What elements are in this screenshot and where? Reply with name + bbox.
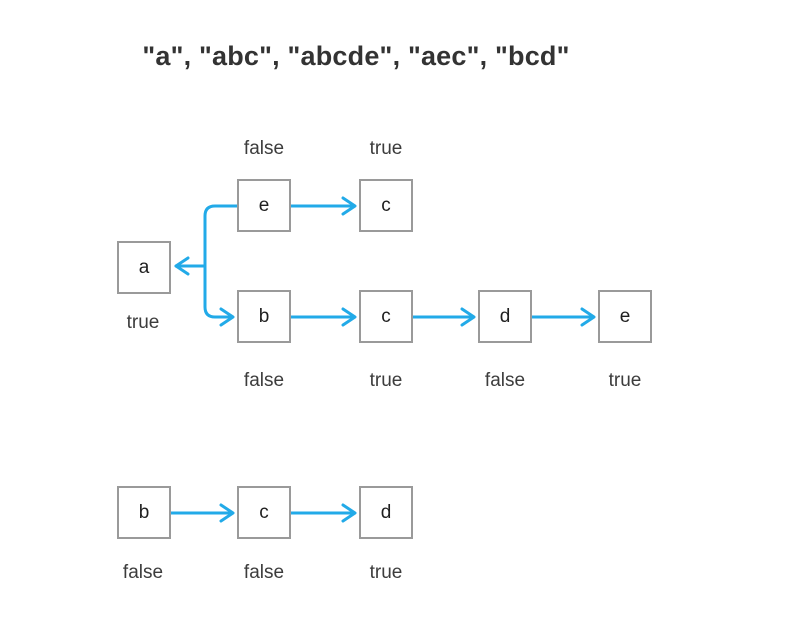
trie-node-e1[interactable]: e — [237, 179, 291, 232]
trie-flag-e1: false — [243, 138, 285, 159]
trie-node-letter: b — [258, 306, 270, 327]
edge-c3-to-d2 — [289, 503, 357, 523]
trie-flag-d1: false — [484, 370, 526, 391]
trie-flag-c2: true — [369, 370, 403, 391]
trie-flag-b2: false — [122, 562, 164, 583]
edge-e1-to-c1 — [289, 196, 357, 216]
edge-branch-to-a — [174, 256, 207, 276]
arrowhead-icon — [174, 256, 190, 276]
trie-node-letter: d — [499, 306, 511, 327]
edge-d1-to-e2 — [530, 307, 596, 327]
arrowhead-icon — [341, 196, 357, 216]
trie-flag-a: true — [126, 312, 160, 333]
edge-c2-to-d1 — [411, 307, 476, 327]
trie-node-letter: d — [380, 502, 392, 523]
trie-node-a[interactable]: a — [117, 241, 171, 294]
trie-node-b2[interactable]: b — [117, 486, 171, 539]
arrowhead-icon — [341, 503, 357, 523]
diagram-title: "a", "abc", "abcde", "aec", "bcd" — [142, 41, 570, 71]
trie-node-c3[interactable]: c — [237, 486, 291, 539]
arrowhead-icon — [341, 307, 357, 327]
trie-flag-c3: false — [243, 562, 285, 583]
trie-node-letter: a — [138, 257, 150, 278]
trie-node-d2[interactable]: d — [359, 486, 413, 539]
arrowhead-icon — [460, 307, 476, 327]
arrowhead-icon — [580, 307, 596, 327]
trie-flag-e2: true — [608, 370, 642, 391]
trie-flag-c1: true — [369, 138, 403, 159]
trie-node-letter: e — [258, 195, 270, 216]
edge-b1-to-c2 — [289, 307, 357, 327]
trie-node-e2[interactable]: e — [598, 290, 652, 343]
edge-branch-to-e1 — [203, 204, 239, 268]
edge-b2-to-c3 — [169, 503, 235, 523]
trie-node-c2[interactable]: c — [359, 290, 413, 343]
trie-node-letter: c — [381, 306, 391, 327]
trie-node-letter: e — [619, 306, 631, 327]
edge-branch-to-b1 — [203, 264, 235, 327]
trie-node-letter: c — [259, 502, 269, 523]
trie-flag-b1: false — [243, 370, 285, 391]
trie-node-c1[interactable]: c — [359, 179, 413, 232]
arrowhead-icon — [219, 503, 235, 523]
trie-node-letter: b — [138, 502, 150, 523]
trie-flag-d2: true — [369, 562, 403, 583]
trie-node-d1[interactable]: d — [478, 290, 532, 343]
trie-node-letter: c — [381, 195, 391, 216]
arrowhead-icon — [219, 307, 235, 327]
trie-node-b1[interactable]: b — [237, 290, 291, 343]
